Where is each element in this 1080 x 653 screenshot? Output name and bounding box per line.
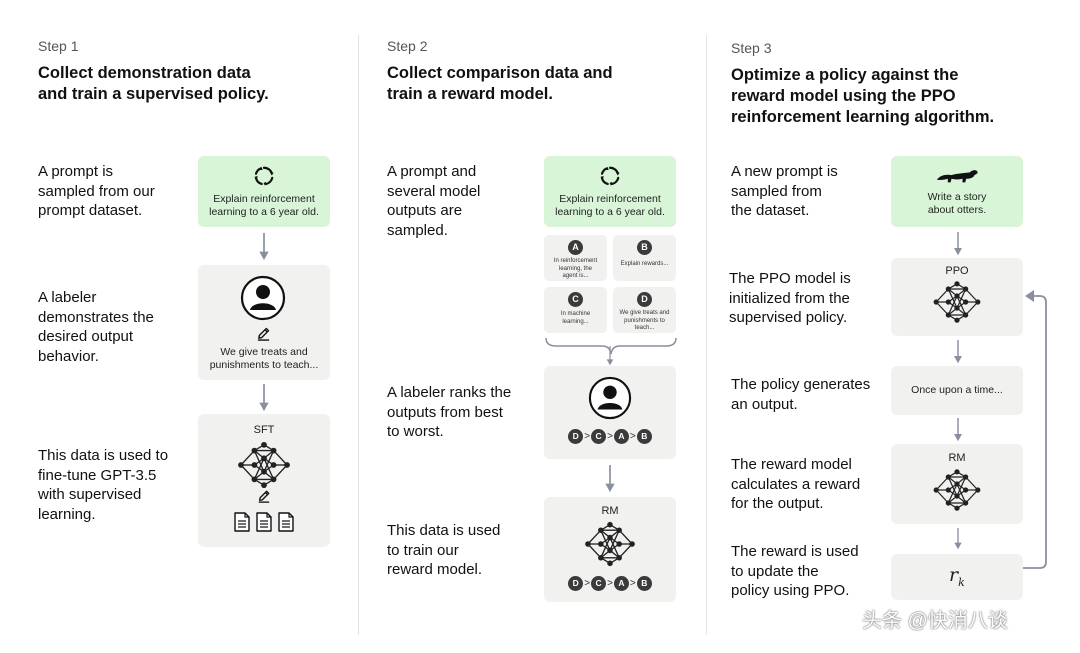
- output-badge: B: [637, 240, 652, 255]
- step3-output-box: Once upon a time...: [891, 366, 1023, 415]
- step3-label: Step 3: [731, 40, 772, 56]
- neural-network-icon: [931, 280, 983, 324]
- recycle-icon: [253, 165, 275, 187]
- document-icon: [234, 512, 250, 532]
- flow-arrow: [604, 465, 616, 493]
- flow-arrow: [952, 418, 964, 442]
- flow-arrow: [258, 384, 270, 412]
- document-icon: [256, 512, 272, 532]
- flow-arrow: [258, 233, 270, 261]
- brace-icon: [545, 337, 677, 355]
- flow-arrow: [952, 232, 964, 256]
- step2-rm-box: RM D>C>A>B: [544, 497, 676, 602]
- column-divider: [358, 35, 359, 635]
- step1-label: Step 1: [38, 38, 79, 54]
- output-card-b: B Explain rewards...: [613, 235, 676, 281]
- person-icon: [588, 376, 632, 420]
- neural-network-icon: [931, 468, 983, 512]
- step1-sft-box: SFT: [198, 414, 330, 547]
- recycle-icon: [599, 165, 621, 187]
- pencil-icon: [257, 489, 271, 503]
- step2-label: Step 2: [387, 38, 428, 54]
- pencil-icon: [256, 326, 271, 341]
- step3-rm-box: RM: [891, 444, 1023, 524]
- person-icon: [240, 275, 286, 321]
- reward-symbol: rk: [949, 564, 965, 589]
- watermark-text: 头条 @快消八谈: [862, 610, 1008, 632]
- output-badge: C: [568, 292, 583, 307]
- flow-arrow: [604, 346, 616, 366]
- feedback-loop-arrow: [1023, 290, 1047, 569]
- ranking-row: D>C>A>B: [544, 575, 676, 593]
- sft-label: SFT: [253, 424, 275, 436]
- flow-arrow: [952, 528, 964, 550]
- neural-network-icon: [235, 441, 293, 489]
- step3-ppo-box: PPO: [891, 258, 1023, 336]
- ppo-label: PPO: [945, 265, 969, 277]
- output-badge: D: [637, 292, 652, 307]
- ranking-row: D>C>A>B: [544, 428, 676, 446]
- output-badge: A: [568, 240, 583, 255]
- document-icon: [278, 512, 294, 532]
- rm-label: RM: [601, 505, 619, 517]
- output-text: Once upon a time...: [911, 384, 1003, 396]
- step2-ranking-box: D>C>A>B: [544, 366, 676, 459]
- neural-network-icon: [582, 521, 638, 567]
- output-text: Explain rewards...: [620, 261, 669, 267]
- flow-arrow: [952, 340, 964, 364]
- rm-label: RM: [948, 452, 966, 464]
- column-divider: [706, 35, 707, 635]
- step3-reward-box: rk: [891, 554, 1023, 600]
- otter-icon: [935, 166, 979, 186]
